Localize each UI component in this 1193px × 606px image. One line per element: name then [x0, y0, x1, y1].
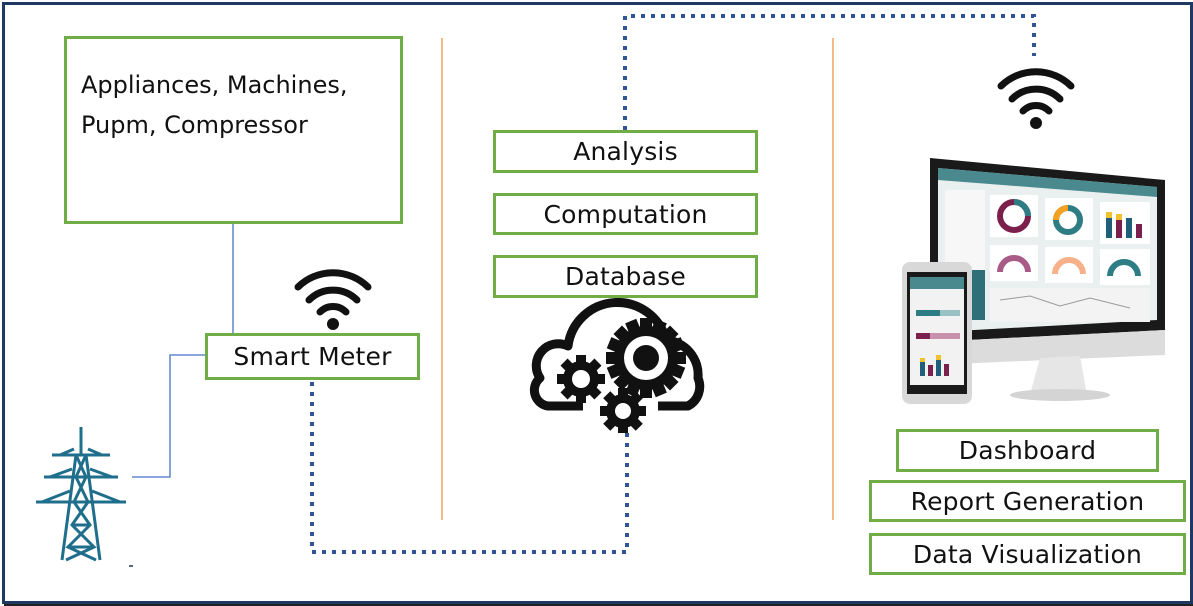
layer-analysis-box: Analysis	[493, 130, 758, 173]
output-data-visualization-box: Data Visualization	[869, 533, 1186, 575]
wifi-icon	[997, 68, 1075, 129]
desktop-and-phone-dashboard-icon	[902, 158, 1165, 404]
output-label: Data Visualization	[912, 539, 1143, 569]
power-tower-icon	[36, 427, 126, 562]
smart-meter-box: Smart Meter	[205, 333, 420, 380]
layer-label: Database	[565, 262, 686, 291]
devices-box: Appliances, Machines, Pupm, Compressor	[64, 36, 403, 224]
output-label: Dashboard	[958, 436, 1097, 465]
layer-label: Computation	[543, 199, 708, 229]
output-dashboard-box: Dashboard	[896, 429, 1159, 472]
output-report-generation-box: Report Generation	[869, 480, 1186, 522]
cloud-gears-icon	[529, 298, 705, 433]
link-cloud-to-client	[623, 14, 1036, 130]
smart-meter-label: Smart Meter	[233, 342, 392, 371]
phone-icon	[902, 262, 972, 404]
devices-label: Appliances, Machines, Pupm, Compressor	[81, 71, 348, 139]
layer-label: Analysis	[573, 137, 678, 166]
layer-database-box: Database	[493, 255, 758, 298]
wire-grid-to-meter	[132, 354, 207, 478]
wifi-icon	[294, 269, 372, 330]
layer-computation-box: Computation	[493, 193, 758, 235]
output-label: Report Generation	[910, 486, 1145, 516]
